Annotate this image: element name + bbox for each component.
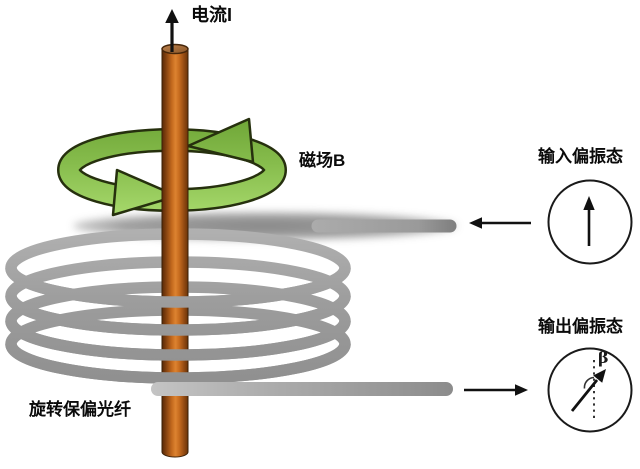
field-arrowhead-back [186,117,255,164]
beta-angle-arc [583,376,595,389]
fiber-coil-front [5,267,351,384]
current-arrow [165,9,179,52]
input-light-arrow [469,217,531,229]
input-polarization-label: 输入偏振态 [538,147,623,166]
conductor-rod-cap [161,43,189,55]
output-polarization-vector [570,369,606,412]
output-light-arrow [464,384,528,396]
fiber-label: 旋转保偏光纤 [29,400,131,419]
output-polarization-label: 输出偏振态 [538,317,623,336]
input-polarization-vector [583,196,595,246]
magnetic-field-label: 磁场B [299,151,346,170]
beta-angle-label: β [598,348,609,367]
current-label: 电流I [191,5,233,25]
output-polarization-circle [547,347,633,433]
input-polarization-circle [547,179,633,265]
field-arrowhead-front [111,168,179,217]
